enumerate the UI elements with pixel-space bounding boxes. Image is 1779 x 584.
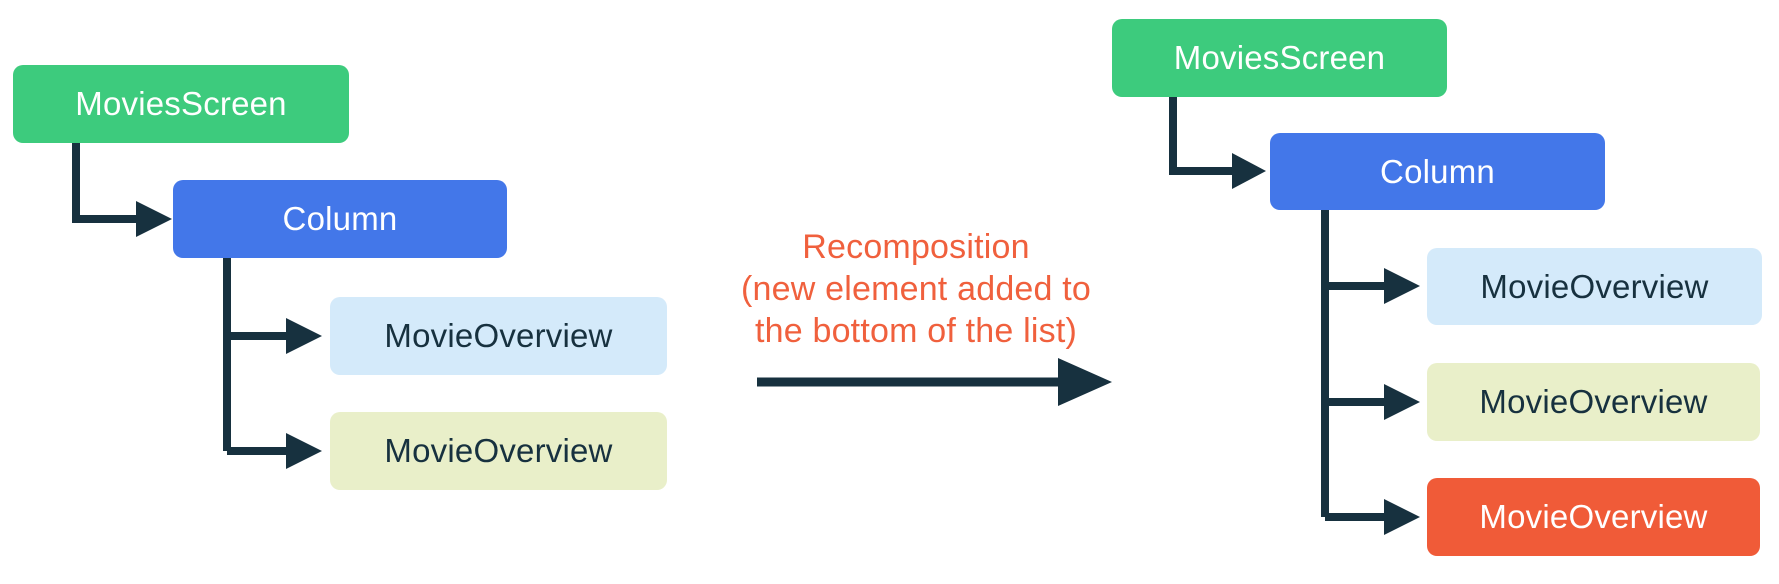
- arrowhead-icon: [136, 201, 172, 237]
- caption-line-2: (new element added to: [740, 270, 1092, 308]
- edge-right-moviesscreen-column: [1169, 97, 1234, 175]
- node-movieoverview-1-left: MovieOverview: [330, 297, 667, 375]
- node-column-right: Column: [1270, 133, 1605, 210]
- caption-line-1: Recomposition: [802, 228, 1030, 266]
- node-column-left: Column: [173, 180, 507, 258]
- node-movieoverview-1-right: MovieOverview: [1427, 248, 1762, 325]
- arrowhead-icon: [1058, 358, 1112, 406]
- arrowhead-icon: [1384, 384, 1420, 420]
- arrowhead-icon: [1384, 499, 1420, 535]
- node-movieoverview-3-new-right: MovieOverview: [1427, 478, 1760, 556]
- recomposition-caption: Recomposition (new element added to the …: [735, 226, 1097, 352]
- arrowhead-icon: [286, 318, 322, 354]
- arrowhead-icon: [286, 433, 322, 469]
- node-movieoverview-2-left: MovieOverview: [330, 412, 667, 490]
- arrowhead-icon: [1384, 268, 1420, 304]
- node-moviesscreen-right: MoviesScreen: [1112, 19, 1447, 97]
- caption-line-3: the bottom of the list): [754, 312, 1078, 350]
- node-moviesscreen-left: MoviesScreen: [13, 65, 349, 143]
- node-movieoverview-2-right: MovieOverview: [1427, 363, 1760, 441]
- edge-left-moviesscreen-column: [72, 143, 138, 223]
- arrowhead-icon: [1232, 153, 1266, 189]
